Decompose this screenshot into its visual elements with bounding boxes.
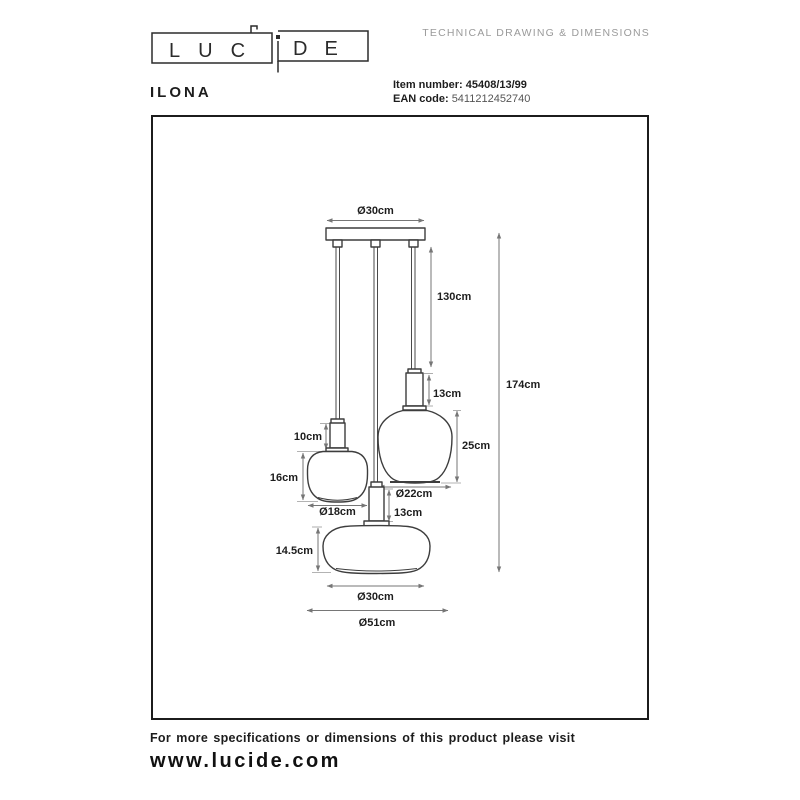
item-number-label: Item number:: [393, 79, 463, 91]
dimension-labels: Ø30cm 130cm 174cm 10cm 16cm Ø18cm 13cm 2…: [270, 205, 541, 629]
pendant-medium: [377, 368, 453, 484]
item-number-row: Item number: 45408/13/99: [393, 79, 530, 93]
label-total-height: 174cm: [506, 379, 540, 391]
suspension-cords: [335, 247, 416, 483]
ean-row: EAN code: 5411212452740: [393, 93, 530, 107]
label-plate-diameter: Ø30cm: [357, 205, 394, 217]
logo-text-left: LUC: [169, 40, 263, 62]
doc-type-title: TECHNICAL DRAWING & DIMENSIONS: [422, 27, 650, 39]
label-large-glass-height: 14.5cm: [276, 545, 314, 557]
label-small-socket-height: 10cm: [294, 431, 322, 443]
label-large-socket-height: 13cm: [394, 507, 422, 519]
ceiling-plate: [325, 227, 426, 248]
pendant-small: [306, 418, 369, 503]
ean-label: EAN code:: [393, 92, 449, 105]
label-medium-socket-height: 13cm: [433, 388, 461, 400]
logo-right-box: [277, 30, 369, 62]
label-overall-width: Ø51cm: [359, 617, 396, 629]
label-small-glass-height: 16cm: [270, 472, 298, 484]
item-number-value: 45408/13/99: [465, 79, 527, 91]
lucide-logo: LUC DE: [151, 25, 369, 73]
label-medium-glass-height: 25cm: [462, 440, 490, 452]
logo-left-box: [151, 32, 273, 64]
item-info-block: Item number: 45408/13/99 EAN code: 54112…: [393, 79, 530, 106]
pendant-large: [322, 481, 431, 575]
product-name: ILONA: [150, 84, 212, 101]
label-cord-length: 130cm: [437, 291, 471, 303]
pendant-lamp-drawing: Ø30cm 130cm 174cm 10cm 16cm Ø18cm 13cm 2…: [270, 205, 541, 629]
label-large-glass-diameter: Ø30cm: [357, 591, 394, 603]
label-medium-glass-diameter: Ø22cm: [396, 488, 433, 500]
label-small-glass-diameter: Ø18cm: [319, 506, 356, 518]
footer-website: www.lucide.com: [150, 750, 341, 772]
logo-hook-icon: [250, 25, 258, 33]
ean-value: 5411212452740: [451, 92, 531, 105]
logo-i-dot: [276, 35, 280, 39]
dimension-lines: [297, 218, 502, 613]
logo-text-right: DE: [293, 38, 355, 60]
footer-note: For more specifications or dimensions of…: [150, 731, 576, 745]
